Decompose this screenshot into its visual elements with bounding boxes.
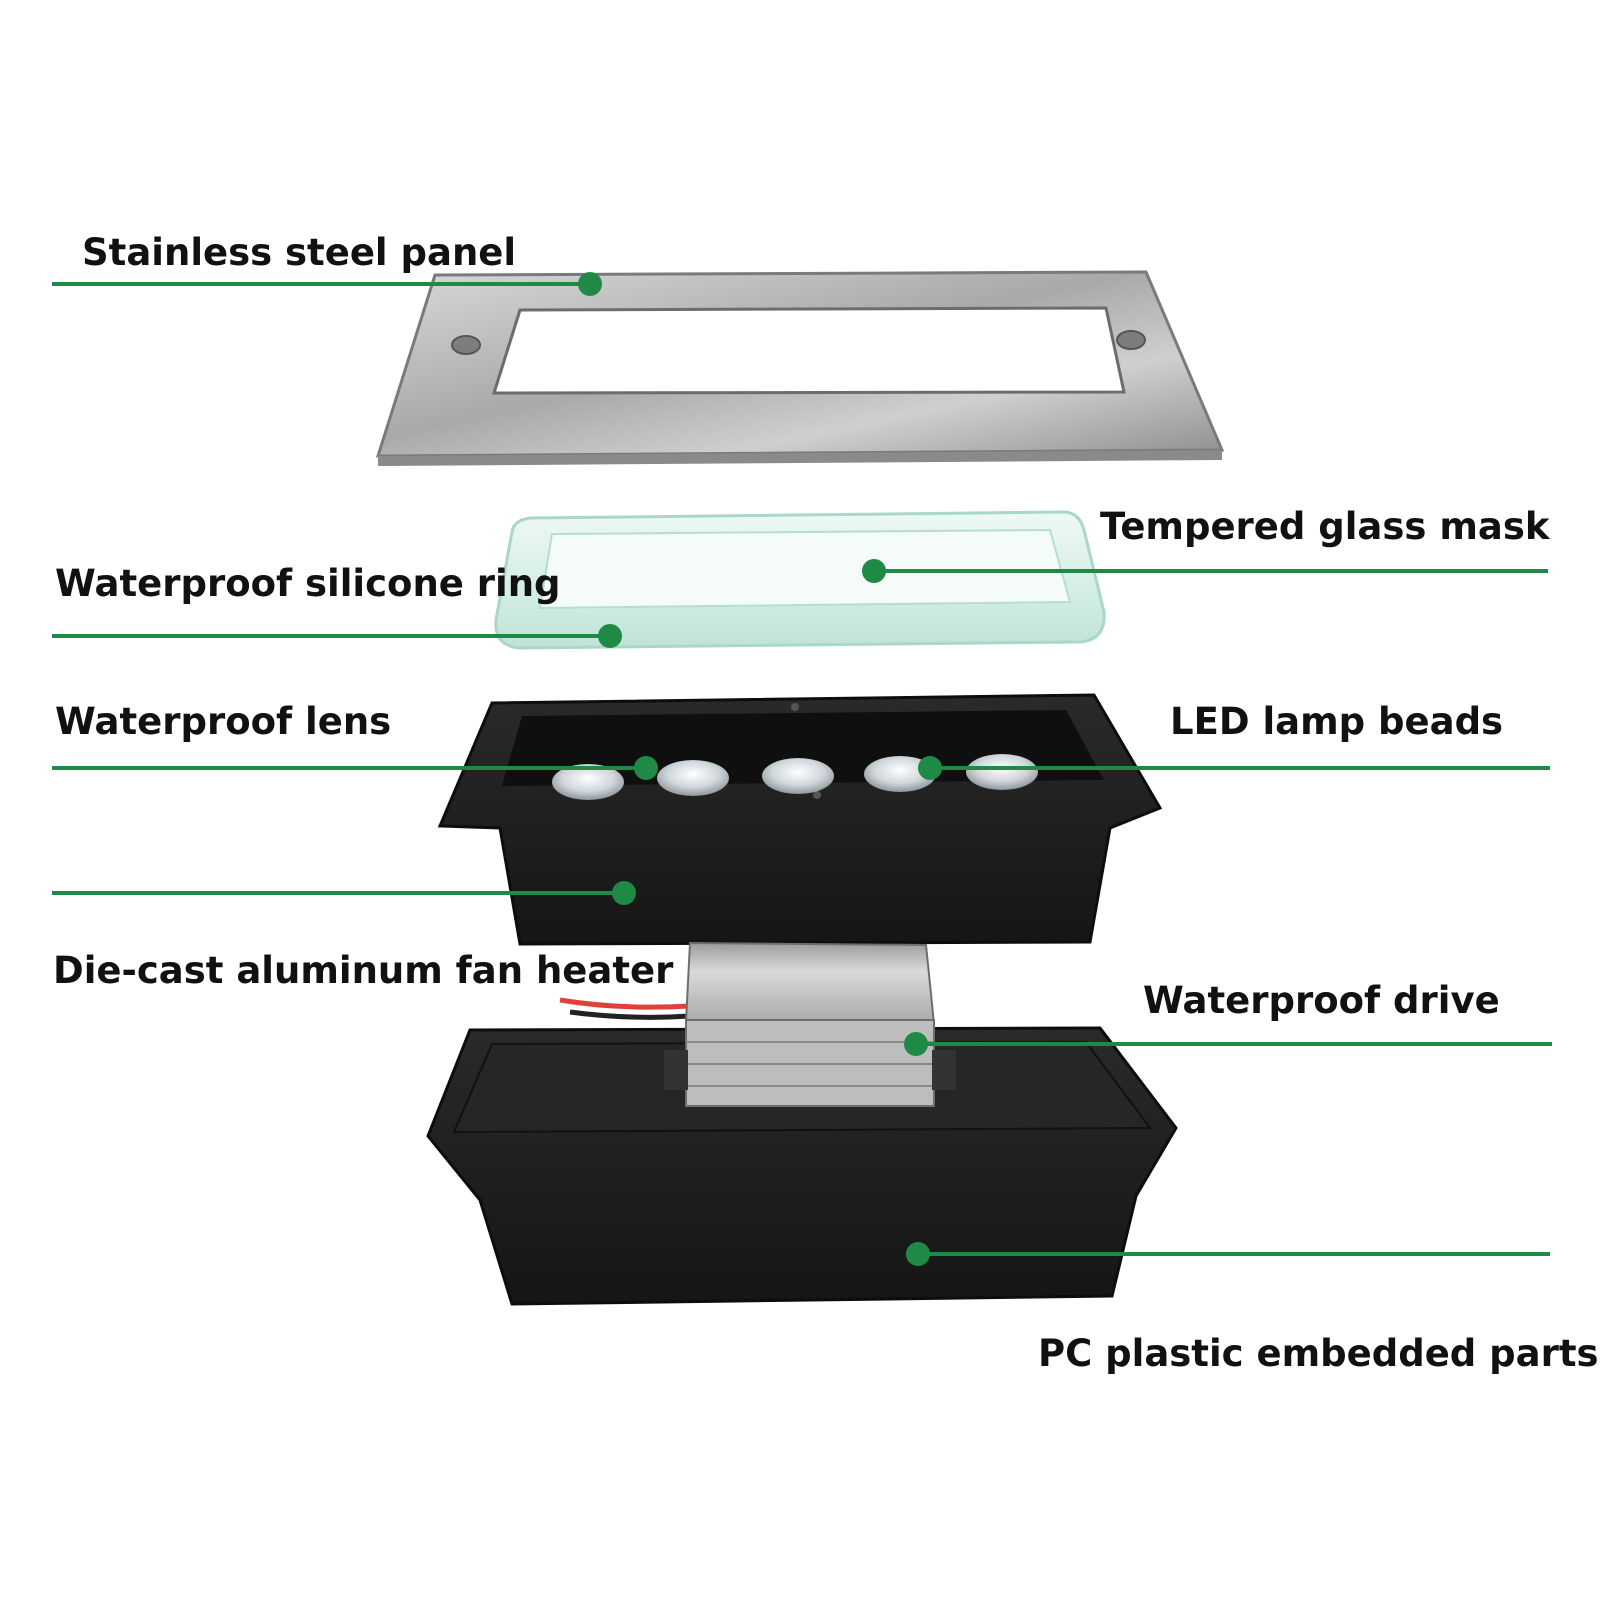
led-beads (552, 754, 1038, 800)
leader-led-lamp-beads-dot-icon (918, 756, 942, 780)
leader-waterproof-drive-dot-icon (904, 1032, 928, 1056)
driver-wires (559, 997, 691, 1020)
label-waterproof-lens: Waterproof lens (55, 700, 392, 743)
leader-die-cast-housing-dot-icon (612, 881, 636, 905)
glass-mask-part (494, 510, 1106, 650)
pc-embedded-box-part (426, 1026, 1178, 1306)
label-tempered-glass-mask: Tempered glass mask (1100, 505, 1550, 548)
label-pc-plastic-embedded-parts: PC plastic embedded parts (1038, 1332, 1599, 1375)
label-waterproof-drive: Waterproof drive (1143, 979, 1500, 1022)
leader-waterproof-lens-dot-icon (634, 756, 658, 780)
label-waterproof-silicone-ring: Waterproof silicone ring (55, 562, 561, 605)
label-stainless-steel-panel: Stainless steel panel (82, 231, 517, 274)
waterproof-driver-part (664, 941, 956, 1107)
label-die-cast-aluminum-fan-heater: Die-cast aluminum fan heater (53, 949, 674, 992)
label-led-lamp-beads: LED lamp beads (1170, 700, 1504, 743)
leader-pc-plastic-embedded-parts-dot-icon (906, 1242, 930, 1266)
leader-waterproof-silicone-ring-dot-icon (598, 624, 622, 648)
stainless-steel-panel-part (375, 270, 1225, 466)
leader-lines (52, 272, 1552, 1266)
leader-stainless-steel-panel-dot-icon (578, 272, 602, 296)
leader-tempered-glass-mask-dot-icon (862, 559, 886, 583)
led-housing-part (437, 693, 1163, 946)
